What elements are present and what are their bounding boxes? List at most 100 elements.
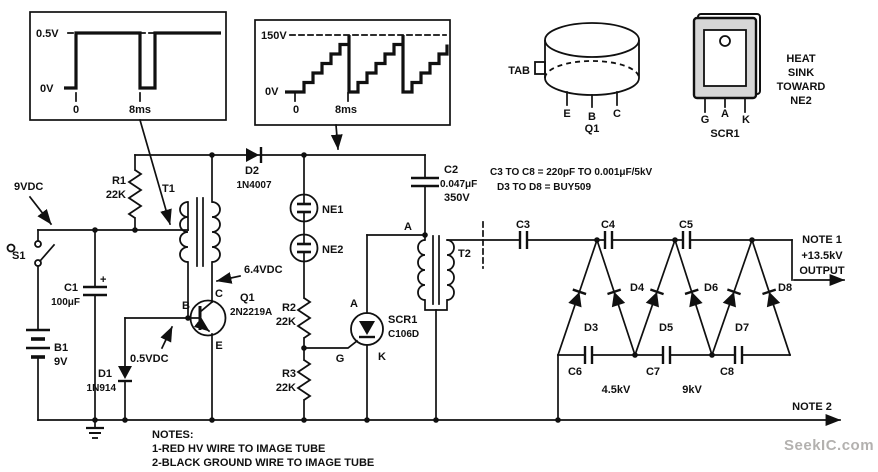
- scope2-pointer-arrow: [330, 124, 343, 150]
- circuit-labels: 9VDC S1 B1 9V C1 100μF + R1 22K T1 D1 1N…: [12, 164, 477, 394]
- q1-package-pin-b: B: [588, 111, 596, 123]
- notes-line2: 2-BLACK GROUND WIRE TO IMAGE TUBE: [152, 457, 374, 469]
- b1-label: B1: [54, 342, 68, 354]
- d1-label: D1: [98, 368, 112, 380]
- d1-diode-symbol: [118, 317, 132, 421]
- q1-package-drawing: TAB E B C Q1: [508, 22, 640, 135]
- scope1-pointer-arrow: [138, 118, 172, 226]
- c1-label: C1: [64, 282, 78, 294]
- high-voltage-label: 9kV: [682, 384, 702, 396]
- note1-line2: +13.5kV: [801, 250, 843, 262]
- notes-title: NOTES:: [152, 429, 194, 441]
- c6-label: C6: [568, 366, 582, 378]
- scope1-vtop-label: 0.5V: [36, 28, 59, 40]
- scr-package-pin-k: K: [742, 114, 750, 126]
- r1-label: R1: [112, 175, 126, 187]
- c7-label: C7: [646, 366, 660, 378]
- d5-label: D5: [659, 322, 673, 334]
- diode-range-note: D3 TO D8 = BUY509: [497, 182, 591, 193]
- scr-gate-letter: G: [336, 353, 345, 365]
- scope2-t1-label: 8ms: [335, 104, 357, 116]
- r3-value: 22K: [276, 382, 296, 394]
- r3-label: R3: [282, 368, 296, 380]
- main-schematic: [6, 147, 841, 439]
- d6-label: D6: [704, 282, 718, 294]
- s1-label: S1: [12, 250, 25, 262]
- c8-label: C8: [720, 366, 734, 378]
- base-voltage-label: 0.5VDC: [130, 353, 169, 365]
- scr1-value: C106D: [388, 329, 419, 340]
- c1-polarity: +: [100, 274, 106, 286]
- base-voltage-arrow: [160, 325, 174, 350]
- scope1-inset: 0.5V 0V 0 8ms: [29, 11, 227, 121]
- d1-value: 1N914: [87, 383, 117, 394]
- r1-resistor-symbol: [127, 154, 143, 231]
- mid-voltage-label: 4.5kV: [602, 384, 631, 396]
- c4-label: C4: [601, 219, 616, 231]
- scope1-t0-label: 0: [73, 104, 79, 116]
- c1-value: 100μF: [51, 297, 80, 308]
- scope2-vzero-label: 0V: [265, 86, 279, 98]
- t2-transformer-symbol: [417, 235, 455, 421]
- q1-value: 2N2219A: [230, 307, 272, 318]
- q1-package-name: Q1: [585, 123, 600, 135]
- watermark: SeekIC.com: [784, 437, 874, 454]
- b1-value: 9V: [54, 356, 68, 368]
- d4-diode-symbol: [606, 288, 627, 309]
- r1-value: 22K: [106, 189, 126, 201]
- scr-mounting-hole: [719, 35, 731, 47]
- scope2-t0-label: 0: [293, 104, 299, 116]
- d2-diode-symbol: [246, 147, 263, 163]
- scr-anode-letter: A: [350, 298, 358, 310]
- c2-value: 0.047μF: [440, 179, 477, 190]
- scr-cathode-letter: K: [378, 351, 386, 363]
- c2-rating: 350V: [444, 192, 470, 204]
- r3-resistor-symbol: [296, 359, 312, 421]
- r2-label: R2: [282, 302, 296, 314]
- cap-range-note: C3 TO C8 = 220pF TO 0.001μF/5kV: [490, 167, 653, 178]
- d2-label: D2: [245, 165, 259, 177]
- multiplier-labels: C3 TO C8 = 220pF TO 0.001μF/5kV D3 TO D8…: [490, 167, 845, 413]
- ne2-neon-lamp-symbol: [289, 233, 319, 299]
- d6-diode-symbol: [683, 288, 704, 309]
- q1-transistor-symbol: [124, 261, 227, 421]
- c3-label: C3: [516, 219, 530, 231]
- scope2-inset: 150V 0V 0 8ms: [254, 19, 451, 126]
- c1-capacitor-symbol: [83, 229, 107, 421]
- r2-value: 22K: [276, 316, 296, 328]
- ne1-label: NE1: [322, 204, 343, 216]
- scr1-label: SCR1: [388, 314, 417, 326]
- heatsink-note-line4: NE2: [790, 95, 811, 107]
- t2-anode-letter: A: [404, 221, 412, 233]
- scr-package-pin-g: G: [701, 114, 710, 126]
- notes-line1: 1-RED HV WIRE TO IMAGE TUBE: [152, 443, 325, 455]
- c5-label: C5: [679, 219, 693, 231]
- d4-label: D4: [630, 282, 645, 294]
- scr-package-name: SCR1: [710, 128, 739, 140]
- supply-pointer-arrow: [28, 195, 53, 226]
- d7-label: D7: [735, 322, 749, 334]
- d3-diode-symbol: [567, 288, 588, 309]
- q1-emitter-letter: E: [215, 340, 222, 352]
- ne2-label: NE2: [322, 244, 343, 256]
- q1-package-pin-c: C: [613, 108, 621, 120]
- d3-label: D3: [584, 322, 598, 334]
- t1-label: T1: [162, 183, 175, 195]
- d5-diode-symbol: [644, 288, 665, 309]
- multiplier-section: [446, 221, 845, 421]
- c2-capacitor-symbol: [411, 154, 439, 241]
- junction-dots: [92, 152, 755, 423]
- s1-switch-symbol: [34, 240, 56, 267]
- q1-base-letter: B: [182, 300, 190, 312]
- q1-package-tab-label: TAB: [508, 65, 530, 77]
- d8-label: D8: [778, 282, 792, 294]
- heatsink-note-line1: HEAT: [786, 53, 815, 65]
- note1-line1: NOTE 1: [802, 234, 842, 246]
- scope2-vtop-label: 150V: [261, 30, 287, 42]
- supply-label: 9VDC: [14, 181, 43, 193]
- c2-label: C2: [444, 164, 458, 176]
- q1-package-pin-e: E: [563, 108, 570, 120]
- note2-label: NOTE 2: [792, 401, 832, 413]
